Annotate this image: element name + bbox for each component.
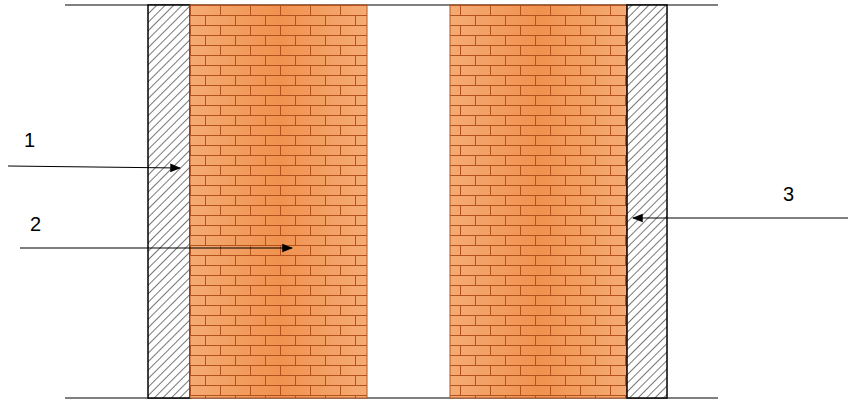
plaster-layer [627, 5, 667, 398]
leader-arrow [633, 217, 848, 218]
leader-arrow [8, 166, 180, 168]
brick-layer [190, 5, 367, 398]
brick-joints [450, 5, 627, 398]
leader-arrow [20, 247, 292, 248]
callout-number: 2 [30, 214, 41, 234]
callout-number: 3 [783, 184, 794, 204]
callout-number: 1 [24, 130, 35, 150]
brick-layer [450, 5, 627, 398]
plaster-layer [148, 5, 190, 398]
brick-joints [190, 5, 367, 398]
